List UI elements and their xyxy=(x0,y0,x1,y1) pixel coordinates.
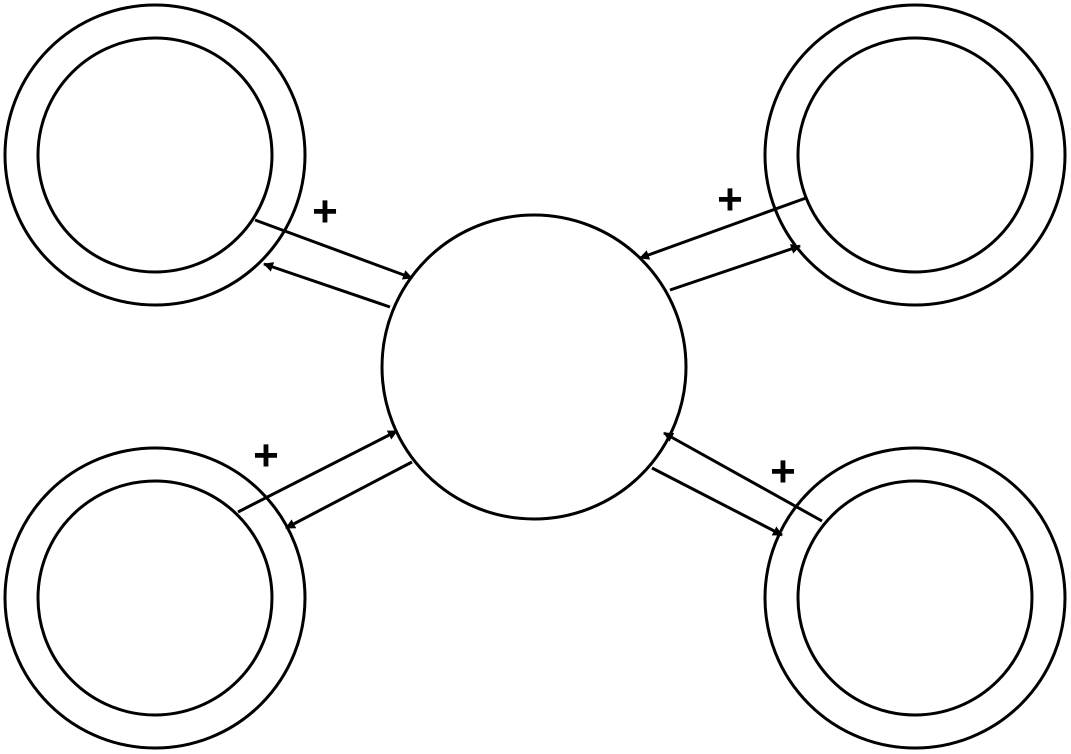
arrow-center-to-bottom-left xyxy=(285,460,413,530)
arrow-top-right-to-center xyxy=(639,196,807,260)
plus-sign-bottom-left: + xyxy=(253,431,279,480)
plus-sign-top-left: + xyxy=(312,187,338,236)
arrow-bottom-left-to-center xyxy=(237,429,398,514)
center-node xyxy=(380,213,688,521)
arrow-top-left-to-center xyxy=(254,218,413,280)
arrow-center-to-top-right xyxy=(669,244,801,292)
arrow-bottom-right-to-center xyxy=(663,431,823,523)
plus-sign-top-right: + xyxy=(717,175,743,224)
arrow-center-to-top-left xyxy=(263,262,391,309)
arrow-center-to-bottom-right xyxy=(651,466,783,537)
outer-node-bottom-left xyxy=(3,446,307,750)
outer-node-top-left xyxy=(3,3,307,307)
outer-node-top-right xyxy=(763,3,1067,307)
outer-node-bottom-right xyxy=(763,446,1067,750)
plus-sign-bottom-right: + xyxy=(770,447,796,496)
